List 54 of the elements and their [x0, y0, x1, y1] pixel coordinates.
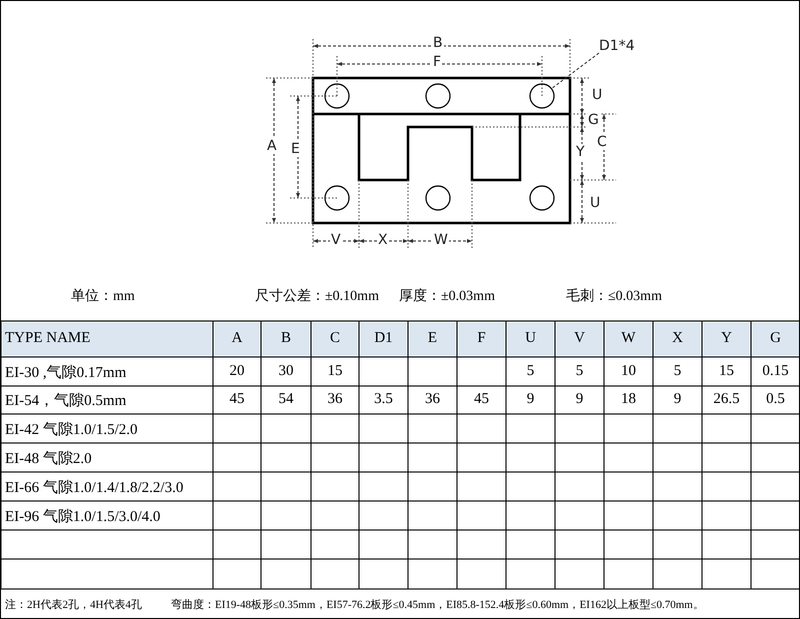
table-cell-text: 5: [526, 362, 536, 380]
table-cell-text: 18: [620, 391, 637, 408]
dimension-label: E: [290, 141, 301, 157]
dimension-label: Y: [575, 144, 586, 160]
dimension-label: A: [266, 138, 278, 154]
table-cell-text: EI-66 气隙1.0/1.4/1.8/2.2/3.0: [5, 478, 184, 496]
table-cell-text: 5: [672, 362, 682, 380]
footnote: 弯曲度：EI19-48板形≤0.35mm，EI57-76.2板形≤0.45mm，EI85.8-152.4板形≤0.60mm，EI162以上板型≤0.70mm。: [171, 598, 704, 612]
table-cell: TYPE NAME: [5, 330, 90, 347]
spec-note: 单位：mm: [71, 288, 135, 305]
table-cell-text: G: [769, 330, 782, 347]
table-cell-text: EI-96 气隙1.0/1.5/3.0/4.0: [5, 508, 160, 526]
table-cell-text: EI-42 气隙1.0/1.5/2.0: [5, 420, 138, 438]
table-cell-text: 9: [526, 391, 536, 408]
leader-line: [550, 52, 600, 90]
table-cell-text: U: [524, 330, 537, 347]
table-cell-text: A: [230, 330, 244, 347]
table-cell-text: D1: [373, 330, 394, 347]
table-cell-text: C: [328, 330, 341, 347]
table-cell-text: 0.5: [765, 391, 786, 408]
table-cell-text: EI-54，气隙0.5mm: [5, 392, 126, 410]
table-cell-text: 15: [718, 362, 735, 380]
table-cell-text: 3.5: [373, 391, 394, 408]
table-cell-text: 45: [473, 391, 490, 408]
table-cell-text: Y: [720, 330, 733, 347]
spec-note: 厚度：±0.03mm: [399, 287, 495, 305]
table-cell-text: 26.5: [712, 391, 741, 408]
table-cell-text: 20: [228, 362, 246, 380]
table-cell-text: V: [573, 330, 586, 347]
dimension-label: C: [596, 134, 608, 150]
table-cell-text: 36: [424, 391, 441, 408]
table-cell-text: EI-30 ,气隙0.17mm: [5, 364, 126, 382]
table-cell-text: W: [620, 330, 637, 347]
table-cell-text: 15: [326, 362, 344, 380]
table-cell-text: 54: [278, 391, 294, 408]
table-cell-text: EI-48 气隙2.0: [5, 450, 92, 468]
mounting-hole: [529, 83, 555, 109]
spec-note: 毛刺：≤0.03mm: [566, 288, 662, 305]
table-cell-text: 5: [574, 362, 584, 380]
table-cell-text: 30: [278, 362, 294, 380]
table-cell-text: 36: [326, 391, 344, 408]
table-cell-text: 45: [228, 391, 246, 408]
footnote: 注：2H代表2孔，4H代表4孔: [5, 598, 142, 612]
table-cell-text: 9: [672, 391, 682, 408]
table-cell-text: 0.15: [761, 362, 790, 380]
table-cell-text: 9: [574, 391, 584, 408]
table-cell-text: B: [280, 330, 292, 347]
table-cell-text: F: [476, 330, 487, 347]
callout-label: D1*4: [599, 38, 635, 54]
spec-note: 尺寸公差：±0.10mm: [255, 288, 379, 305]
table-cell-text: 10: [620, 362, 637, 380]
dimension-label: G: [587, 112, 600, 128]
table-cell-text: X: [671, 330, 684, 347]
table-cell-text: E: [426, 330, 438, 347]
